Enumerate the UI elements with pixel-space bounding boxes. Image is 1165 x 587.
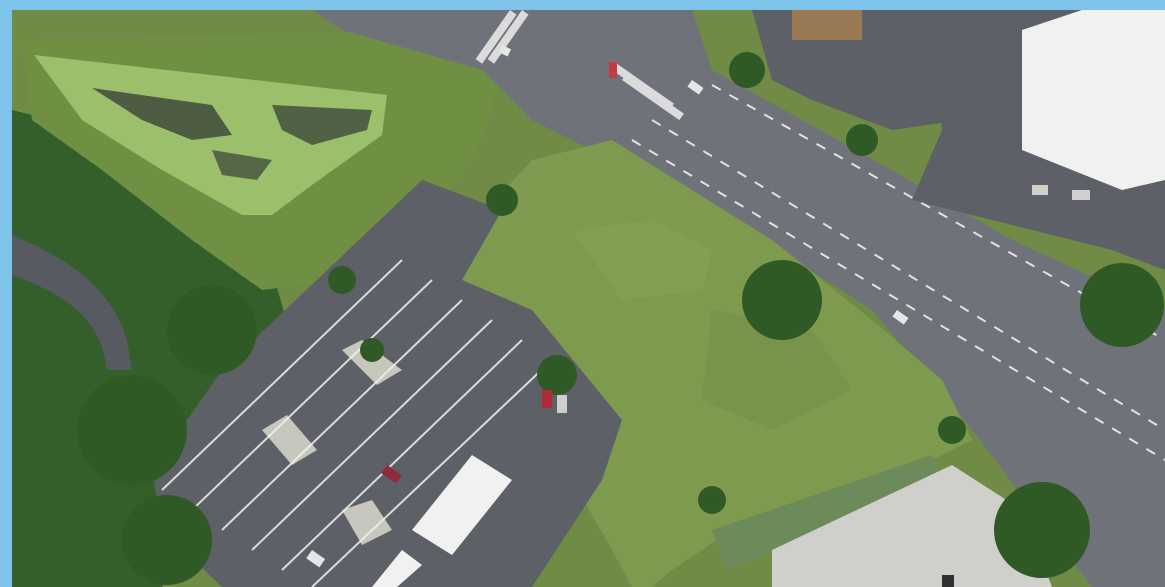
- lawn-patches: [572, 220, 712, 300]
- cars: [306, 45, 1090, 587]
- trees: [77, 52, 1164, 585]
- aerial-scene: [12, 10, 1165, 587]
- central-lawn: [412, 140, 972, 587]
- lane-markings: [631, 84, 1165, 461]
- main-road: [532, 70, 1165, 587]
- top-road: [312, 10, 1165, 430]
- left-path: [12, 235, 132, 370]
- pond-water-3: [212, 150, 272, 180]
- building-roof: [1022, 10, 1165, 190]
- pond-water: [92, 88, 232, 140]
- crosswalks: [475, 10, 684, 121]
- lawn-patches-2: [702, 310, 852, 430]
- plaza: [772, 465, 1052, 587]
- carport-roof-2: [372, 550, 422, 587]
- parking-stripes: [161, 259, 553, 587]
- court: [712, 455, 947, 570]
- carport-roof: [412, 455, 512, 555]
- small-building: [792, 10, 862, 40]
- aerial-photo: [12, 10, 1165, 587]
- pond-water-2: [272, 105, 372, 145]
